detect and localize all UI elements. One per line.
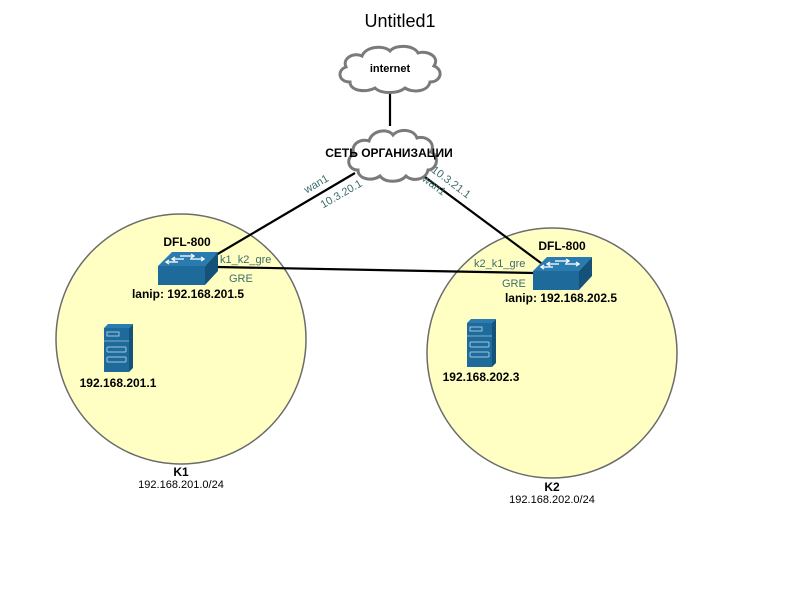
k2-router-lanip: lanip: 192.168.202.5 — [505, 291, 617, 305]
zone-k1-subnet: 192.168.201.0/24 — [138, 479, 224, 491]
k2-router-model: DFL-800 — [538, 239, 586, 253]
switch-icon — [158, 252, 218, 285]
link-gre-tunnel[interactable] — [216, 265, 535, 275]
k1-router-lanip: lanip: 192.168.201.5 — [132, 287, 244, 301]
org-network-label: СЕТЬ ОРГАНИЗАЦИИ — [325, 146, 453, 160]
k1-server[interactable]: 192.168.201.1 — [80, 324, 157, 390]
k2-tunnel-iface-label: k2_k1_gre — [474, 258, 525, 270]
server-icon — [467, 319, 496, 367]
zone-k2-name: K2 — [544, 480, 560, 494]
zone-k2-circle[interactable] — [426, 227, 678, 479]
zone-k1-name: K1 — [173, 465, 189, 479]
diagram-title: Untitled1 — [364, 11, 435, 31]
k2-server-ip: 192.168.202.3 — [443, 370, 520, 384]
k1-wan-iface-label: wan1 — [301, 173, 331, 197]
zone-k2[interactable] — [426, 227, 678, 479]
k1-router-model: DFL-800 — [163, 235, 211, 249]
internet-cloud[interactable]: internet — [338, 44, 442, 94]
zone-k2-subnet: 192.168.202.0/24 — [509, 494, 595, 506]
k1-server-ip: 192.168.201.1 — [80, 376, 157, 390]
zone-k1-circle[interactable] — [55, 213, 307, 465]
org-network-cloud[interactable]: СЕТЬ ОРГАНИЗАЦИИ — [325, 129, 453, 183]
internet-label: internet — [370, 63, 411, 75]
cloud-icon — [338, 44, 442, 94]
k1-tunnel-type-label: GRE — [229, 273, 253, 285]
k2-tunnel-type-label: GRE — [502, 278, 526, 290]
zone-k1[interactable] — [55, 213, 307, 465]
k2-router[interactable]: DFL-800 k2_k1_gre GRE lanip: 192.168.202… — [474, 239, 617, 305]
k1-router[interactable]: DFL-800 k1_k2_gre GRE lanip: 192.168.201… — [132, 235, 271, 301]
switch-icon — [533, 257, 592, 290]
link-org-k2-wan[interactable] — [424, 176, 546, 267]
link-org-k1-wan[interactable] — [215, 172, 356, 256]
cloud-icon — [347, 129, 438, 183]
k1-tunnel-iface-label: k1_k2_gre — [220, 254, 271, 266]
k2-server[interactable]: 192.168.202.3 — [443, 319, 520, 384]
server-icon — [104, 324, 133, 372]
